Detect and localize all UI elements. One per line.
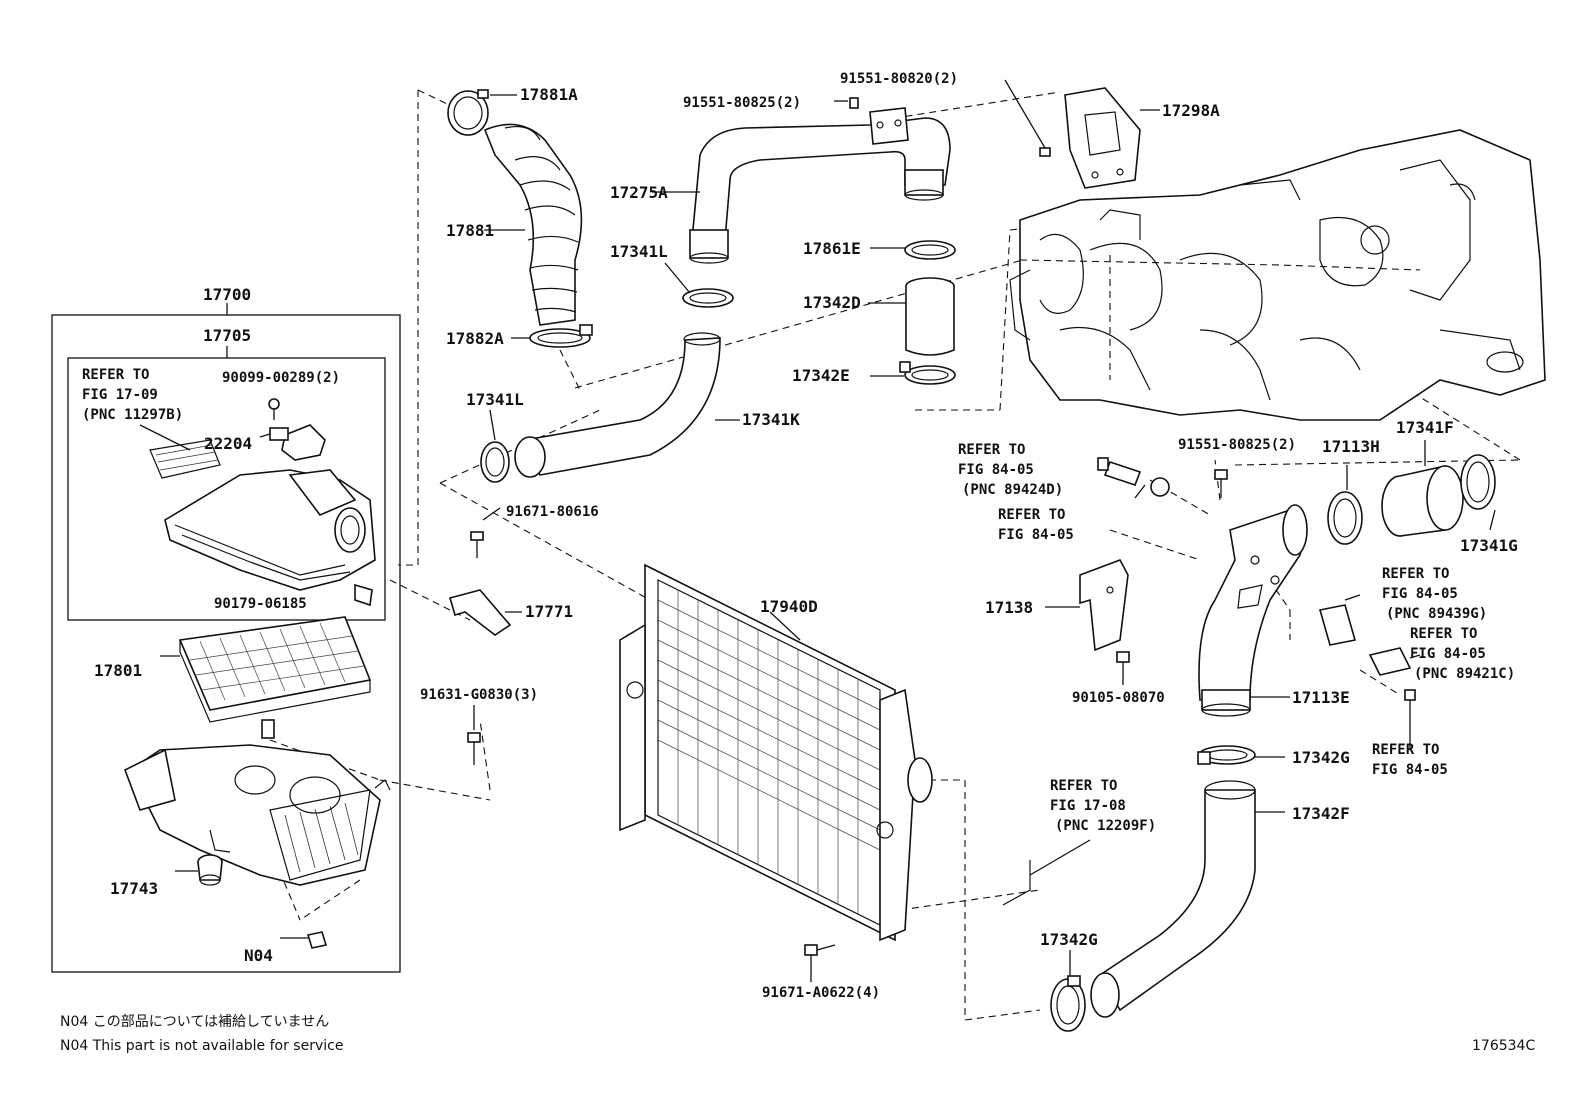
label-17275A: 17275A [610,183,668,202]
refer-fig-84-05-e: REFER TO FIG 84-05 [1372,742,1448,778]
refer-to-labels: REFER TO FIG 17-09 (PNC 11297B) REFER TO… [82,367,1515,834]
label-17341L-top: 17341L [610,242,668,261]
intake-hose-17881 [447,89,583,326]
label-17882A: 17882A [446,329,504,348]
note-jp: N04 この部品については補給していません [60,1014,329,1030]
label-91551-80825-top: 91551-80825(2) [683,95,801,111]
sensor-89424D [1097,457,1170,499]
air-cleaner-case [123,744,391,886]
label-90179-06185: 90179-06185 [214,596,307,612]
label-17298A: 17298A [1162,101,1220,120]
air-cleaner-cap [149,439,376,607]
clamp-17341L-top [664,262,734,308]
label-17700: 17700 [203,285,251,304]
bracket-17771 [449,589,522,636]
label-90105-08070: 90105-08070 [1072,690,1165,706]
label-17861E: 17861E [803,239,861,258]
label-17341K: 17341K [742,410,800,429]
intake-pipe-17275A [652,97,951,264]
label-17771: 17771 [525,602,573,621]
air-filter-element [160,616,372,739]
n04-cap [280,931,328,949]
clamp-17861E [870,240,956,260]
bolt-91671-A0622 [804,944,836,982]
label-17801: 17801 [94,661,142,680]
refer-fig-84-05-b: REFER TO FIG 84-05 [998,507,1074,543]
clamp-17341L-left [480,409,510,483]
hose-17341K [514,332,740,478]
bolt-90105-08070 [1116,651,1130,685]
refer-fig-84-05-89424D: REFER TO FIG 84-05 (PNC 89424D) [958,442,1063,498]
label-91671-A0622: 91671-A0622(4) [762,985,880,1001]
bolt-91631-G0830 [467,705,481,765]
clamp-17882A [511,324,593,348]
bracket-17298A [1004,79,1160,189]
label-17342G-bottom: 17342G [1040,930,1098,949]
refer-fig-17-08: REFER TO FIG 17-08 (PNC 12209F) [1050,778,1156,834]
label-90099-00289: 90099-00289(2) [222,370,340,386]
air-cleaner-assy-frame [51,314,401,973]
label-17342D: 17342D [803,293,861,312]
label-17138: 17138 [985,598,1033,617]
hose-17341F [1381,440,1464,537]
clamp-17342G-top [1197,745,1285,765]
label-17341L-left: 17341L [466,390,524,409]
figure-id: 176534C [1472,1038,1535,1054]
label-17113E: 17113E [1292,688,1350,707]
label-17342F: 17342F [1292,804,1350,823]
vacuum-hose-12209F [1002,839,1091,906]
grommet-17743 [175,854,223,886]
label-91671-80616: 91671-80616 [506,504,599,520]
label-17881A: 17881A [520,85,578,104]
refer-fig-17-09: REFER TO FIG 17-09 (PNC 11297B) [82,367,183,423]
label-17342G-top: 17342G [1292,748,1350,767]
note-en: N04 This part is not available for servi… [60,1038,343,1054]
refer-fig-84-05-89421C: REFER TO FIG 84-05 (PNC 89421C) [1410,626,1515,682]
label-91551-80820: 91551-80820(2) [840,71,958,87]
label-91631-G0830: 91631-G0830(3) [420,687,538,703]
clamp-17342G-bottom [1050,950,1086,1032]
bolt-91671-80616 [470,507,501,558]
label-17743: 17743 [110,879,158,898]
clamp-17113H [1327,465,1363,545]
clamp-17341G [1460,454,1496,531]
label-17881: 17881 [446,221,494,240]
engine-block [1009,129,1546,421]
bolt-91551-80825-right [1214,469,1228,498]
outlet-pipe-17113E [1198,504,1308,717]
intercooler-17940D [619,563,933,942]
label-17940D: 17940D [760,597,818,616]
hose-17342D [868,277,955,356]
label-17113H: 17113H [1322,437,1380,456]
label-N04: N04 [244,946,273,965]
refer-fig-84-05-89439G: REFER TO FIG 84-05 (PNC 89439G) [1382,566,1487,622]
label-17705: 17705 [203,326,251,345]
hose-17342F [1090,780,1285,1018]
clamp-17342E [870,361,956,385]
mass-air-flow-sensor [259,398,326,461]
sensor-89421C [1368,647,1421,750]
bracket-17138 [1045,559,1129,652]
label-17341F: 17341F [1396,418,1454,437]
label-91551-80825-right: 91551-80825(2) [1178,437,1296,453]
label-17341G: 17341G [1460,536,1518,555]
label-17342E: 17342E [792,366,850,385]
label-22204: 22204 [204,434,252,453]
sensor-89439G [1318,594,1361,646]
part-labels: 17881A 17881 17882A 17341L 17341L 17341K… [94,71,1518,1001]
